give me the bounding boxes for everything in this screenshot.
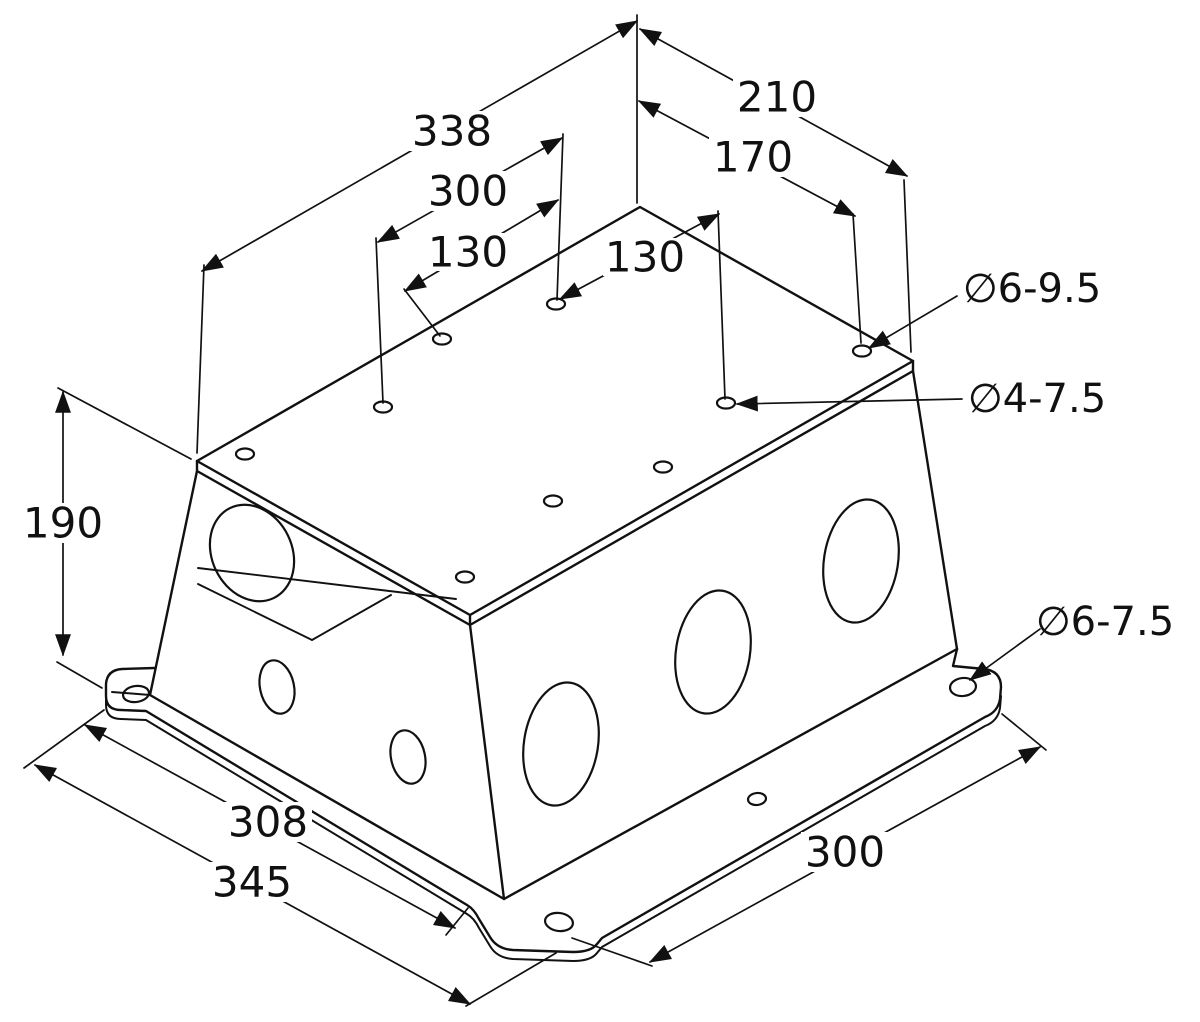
callout-top-small-holes-label: ∅4-7.5 (968, 376, 1106, 422)
ext-line (465, 952, 557, 1007)
top-face (195, 205, 915, 617)
front-corner-edge (468, 623, 506, 901)
label-bg (801, 832, 889, 872)
dim-base-inner-label: 308 (228, 798, 308, 847)
ext-line (375, 237, 384, 404)
ext-line (1001, 713, 1047, 751)
dim-hole-spacing-left-label: 130 (428, 228, 508, 277)
callout-flange-holes-label: ∅6-7.5 (1036, 599, 1174, 645)
side-oval-hole (389, 729, 427, 785)
interior-shelf-edge (197, 583, 313, 641)
left-wall-edge (148, 469, 199, 697)
dim-base-width-label: 300 (805, 828, 885, 877)
left-tab-inner-edge (111, 691, 151, 696)
label-bg (603, 238, 687, 276)
side-oval-hole (258, 659, 296, 715)
flange-hole (121, 684, 151, 704)
label-bg (426, 233, 510, 271)
dim-130-left: 130 (403, 199, 560, 337)
leader-line (968, 628, 1041, 681)
interior-brace-edge (311, 594, 392, 641)
dim-top-length-label: 338 (412, 107, 492, 156)
ext-line (445, 907, 469, 936)
dim-345: 345 (33, 764, 557, 1007)
dim-190: 190 (19, 387, 192, 689)
leader-line (735, 395, 963, 412)
dim-hole-span-label: 300 (428, 167, 508, 216)
label-bg (709, 137, 797, 177)
dim-base-outer-label: 345 (212, 858, 292, 907)
ext-line (403, 288, 441, 337)
top-hole (542, 494, 564, 508)
ext-line (56, 661, 103, 689)
ext-line (852, 213, 862, 344)
top-hole (234, 447, 256, 461)
label-bg (208, 862, 296, 902)
callout-6-75: ∅6-7.5 (968, 599, 1174, 681)
dim-hole-spacing-right-label: 130 (605, 233, 685, 282)
leader-line (867, 295, 958, 349)
big-corner-hole (208, 503, 296, 603)
ext-line (57, 387, 192, 460)
ext-line (196, 264, 205, 454)
flange-hole (948, 676, 978, 698)
side-oval-hole (522, 681, 600, 807)
top-hole (715, 396, 737, 410)
top-hole (431, 332, 453, 346)
callout-6-95: ∅6-9.5 (867, 266, 1101, 349)
ext-line (23, 709, 105, 769)
top-hole (652, 460, 674, 474)
flange-hole (746, 791, 768, 807)
flange-hole (543, 911, 575, 933)
dim-top-width-label: 210 (737, 73, 817, 122)
top-hole (851, 344, 873, 358)
label-bg (19, 503, 109, 543)
right-wall-edge (911, 369, 959, 651)
interior-structure (197, 567, 457, 641)
ext-line (571, 937, 653, 967)
callout-top-mounting-holes-label: ∅6-9.5 (963, 266, 1101, 312)
top-hole (454, 570, 476, 584)
interior-shelf-edge (197, 567, 457, 600)
flange-thickness (105, 695, 1002, 962)
callout-4-75: ∅4-7.5 (735, 376, 1106, 422)
dim-300-base: 300 (571, 713, 1047, 967)
dim-hole-offset-label: 170 (713, 133, 793, 182)
dim-130-right: 130 (558, 210, 726, 400)
side-oval-hole (822, 498, 900, 624)
top-hole (545, 297, 567, 311)
side-oval-hole (674, 589, 752, 715)
dimension-annotations: 338 210 170 300 130 (19, 14, 1174, 1007)
dim-height-label: 190 (23, 499, 103, 548)
dim-170: 170 (637, 100, 862, 344)
